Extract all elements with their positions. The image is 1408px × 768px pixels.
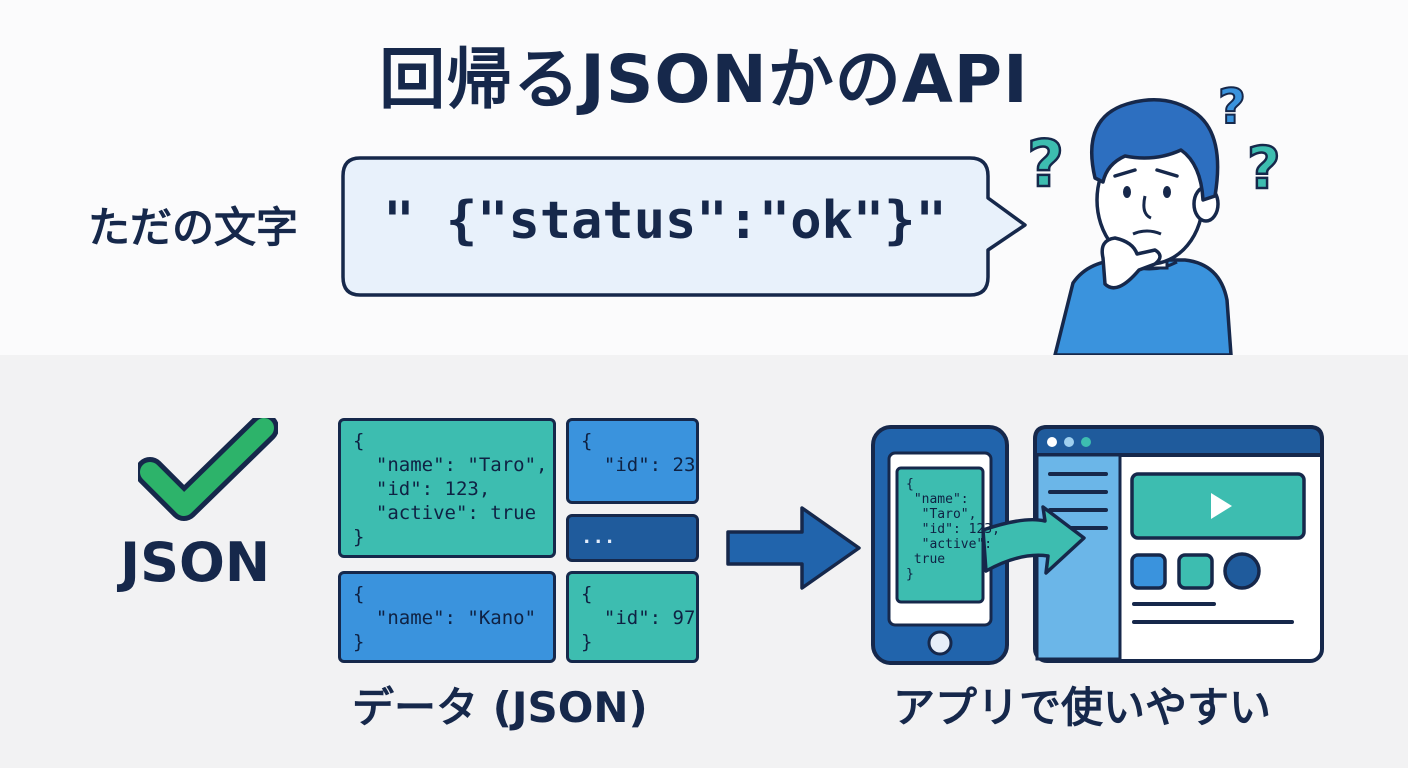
smartphone-icon [871,425,1009,665]
app-devices [871,425,1324,665]
json-box-taro: { "name": "Taro", "id": 123, "active": t… [338,418,556,558]
plain-json-string: " {"status":"ok"}" [383,191,947,251]
app-caption: アプリで使いやすい [893,683,1272,732]
json-box-ellipsis: ... [566,514,699,562]
check-icon [138,418,278,521]
data-caption: データ (JSON) [352,683,648,732]
json-box-id-23: { "id": 23 [566,418,699,504]
phone-json-snippet: { "name": "Taro", "id": 123, "active": t… [906,477,1000,582]
person-confused-icon: ? ? ? [1026,78,1282,355]
question-mark: ? [1218,79,1246,135]
speech-bubble [341,156,1027,297]
question-mark: ? [1027,128,1064,202]
json-label: JSON [120,531,271,594]
arrow-right-icon [981,505,1086,575]
play-icon [1211,493,1232,519]
json-box-id-97: { "id": 97 } [566,571,699,663]
json-box-kano: { "name": "Kano" } [338,571,556,663]
question-mark: ? [1247,134,1281,202]
arrow-right-icon [726,506,861,590]
plain-text-label: ただの文字 [88,203,299,252]
page-title: 回帰るJSONかのAPI [379,41,1029,118]
